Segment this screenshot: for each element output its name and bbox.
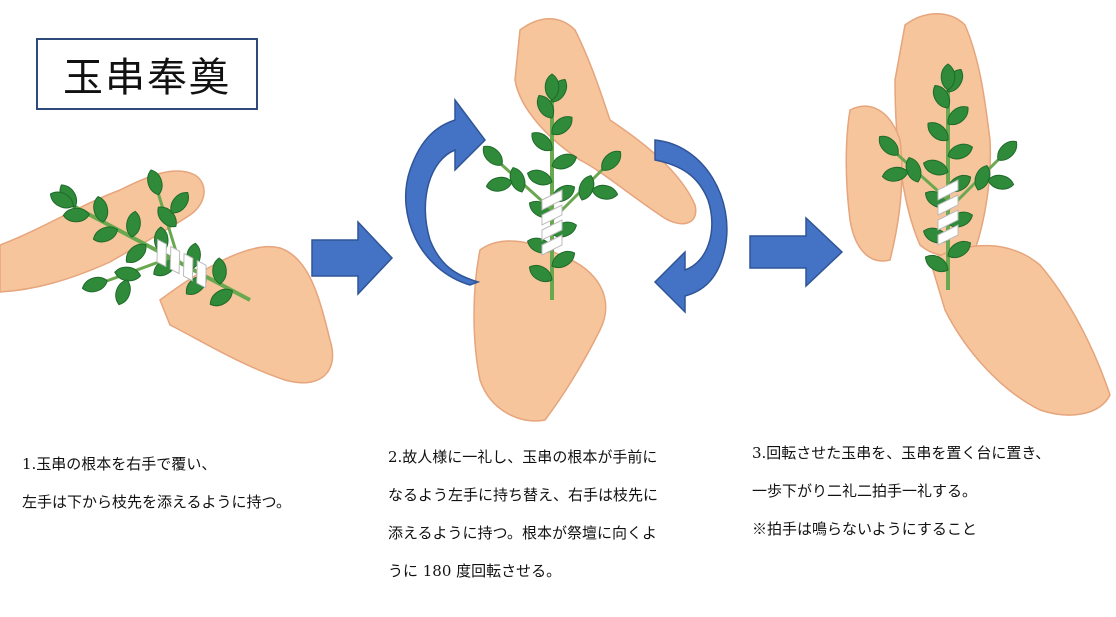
caption-line: 添えるように持つ。根本が祭壇に向くよ	[388, 524, 657, 542]
page-title: 玉串奉奠	[36, 38, 258, 110]
caption-line: 3.回転させた玉串を、玉串を置く台に置き、	[752, 444, 1051, 462]
caption-line: 左手は下から枝先を添えるように持つ。	[22, 493, 291, 511]
step-3-caption: 3.回転させた玉串を、玉串を置く台に置き、 一歩下がり二礼二拍手一礼する。 ※拍…	[752, 434, 1050, 548]
caption-line: なるよう左手に持ち替え、右手は枝先に	[388, 486, 659, 504]
hands-holding-tamagushi-icon	[0, 129, 334, 384]
arrow-right-icon	[749, 216, 844, 288]
hands-holding-tamagushi-upright-icon	[845, 13, 1111, 416]
caption-line: 1.玉串の根本を右手で覆い、	[22, 455, 217, 473]
caption-line: 一歩下がり二礼二拍手一礼する。	[752, 482, 978, 500]
step-1-caption: 1.玉串の根本を右手で覆い、 左手は下から枝先を添えるように持つ。	[22, 445, 291, 521]
rotate-arrows-icon	[405, 97, 728, 314]
step-2-caption: 2.故人様に一礼し、玉串の根本が手前に なるよう左手に持ち替え、右手は枝先に 添…	[388, 438, 658, 590]
hands-holding-tamagushi-rotated-icon	[473, 18, 697, 422]
caption-line: うに 180 度回転させる。	[388, 562, 562, 580]
caption-line: 2.故人様に一礼し、玉串の根本が手前に	[388, 448, 658, 466]
caption-line: ※拍手は鳴らないようにすること	[752, 520, 977, 538]
arrow-right-icon	[311, 220, 394, 296]
